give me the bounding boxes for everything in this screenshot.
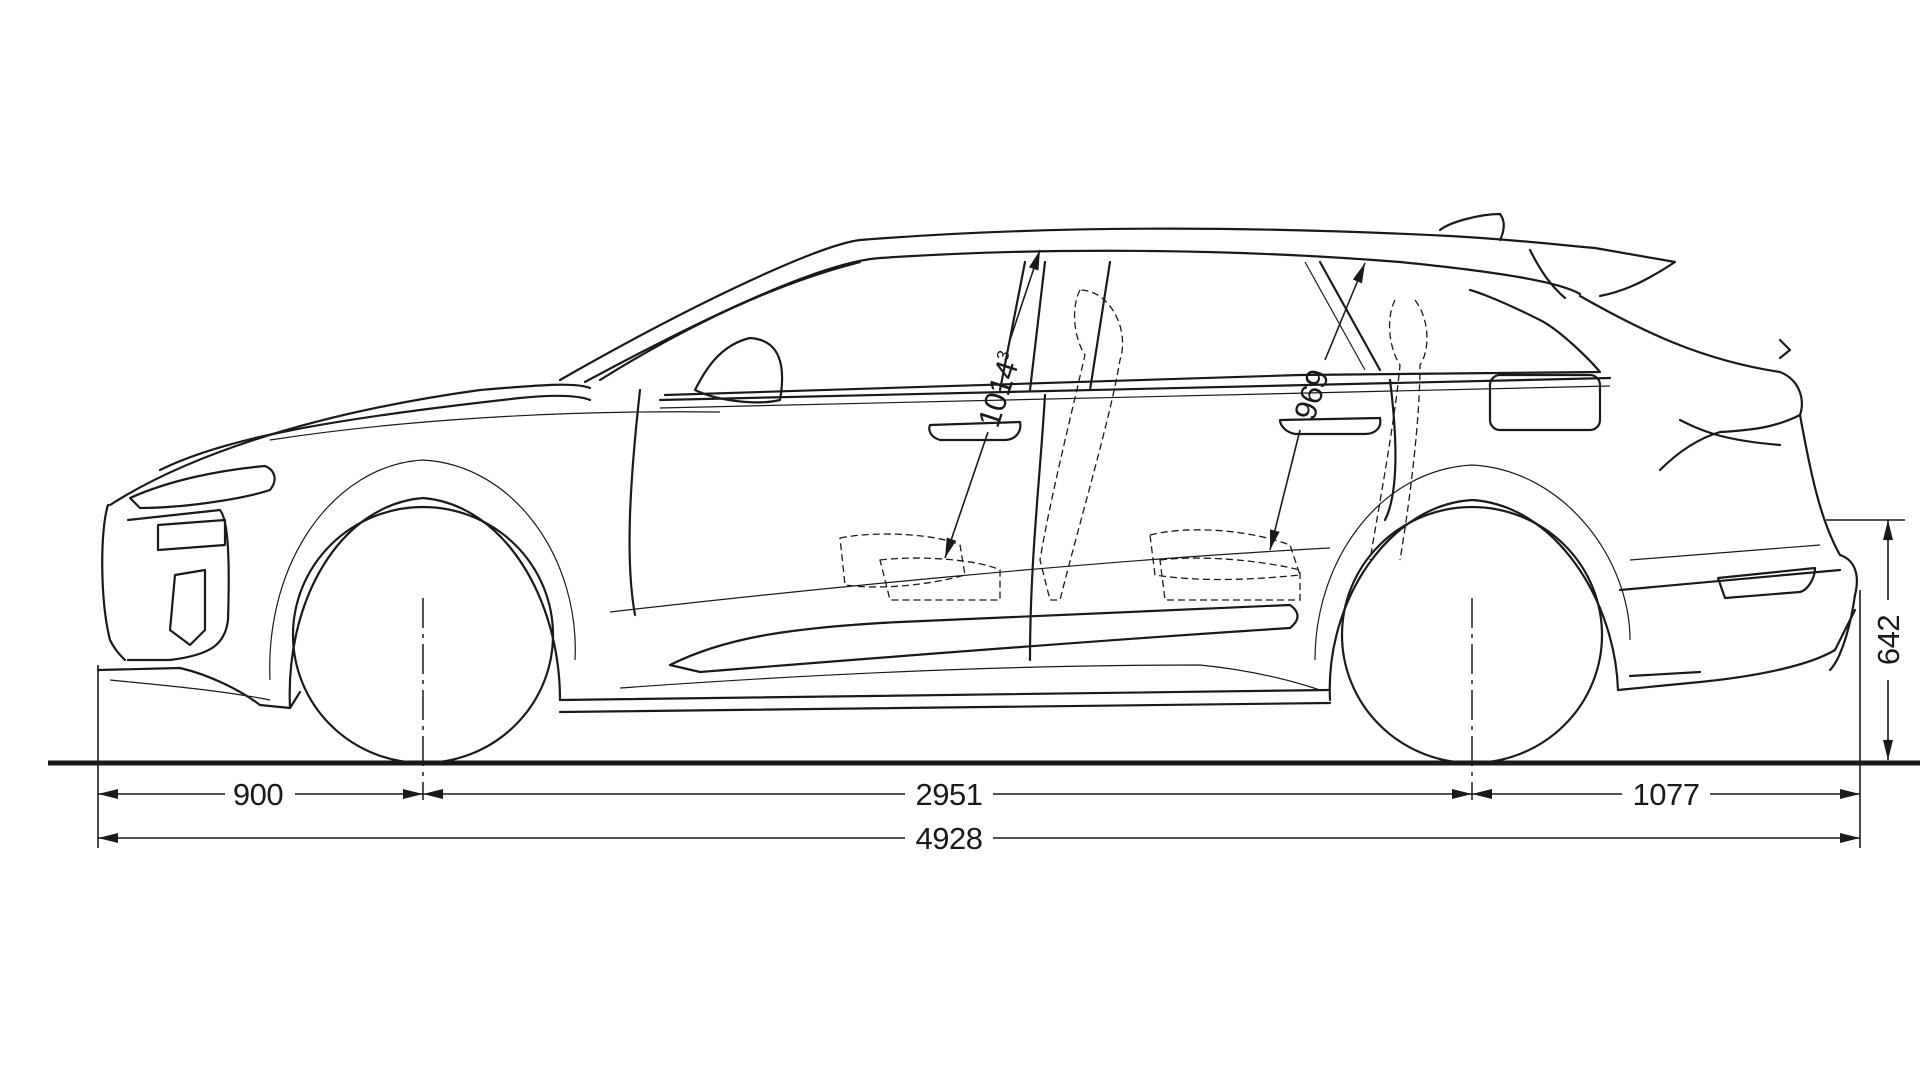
wheelbase-dimension: 2951 [423,777,1472,812]
load-sill-height-dimension: 642 [1871,520,1906,760]
rear-overhang-label: 1077 [1633,777,1700,812]
rear-wheel [1340,505,1604,800]
overall-length-dimension: 4928 [98,821,1860,856]
rear-headroom-dimension: 969 [1269,262,1366,551]
wheelbase-label: 2951 [916,777,983,812]
overall-length-label: 4928 [916,821,983,856]
seat-outlines [839,289,1428,601]
front-headroom-label: 10143 [971,348,1028,431]
front-headroom-dimension: 10143 [944,249,1041,559]
front-overhang-label: 900 [233,777,283,812]
load-sill-height-label: 642 [1871,615,1906,665]
rear-overhang-dimension: 1077 [1472,777,1860,812]
car-outline [96,212,1858,714]
front-overhang-dimension: 900 [98,777,423,812]
